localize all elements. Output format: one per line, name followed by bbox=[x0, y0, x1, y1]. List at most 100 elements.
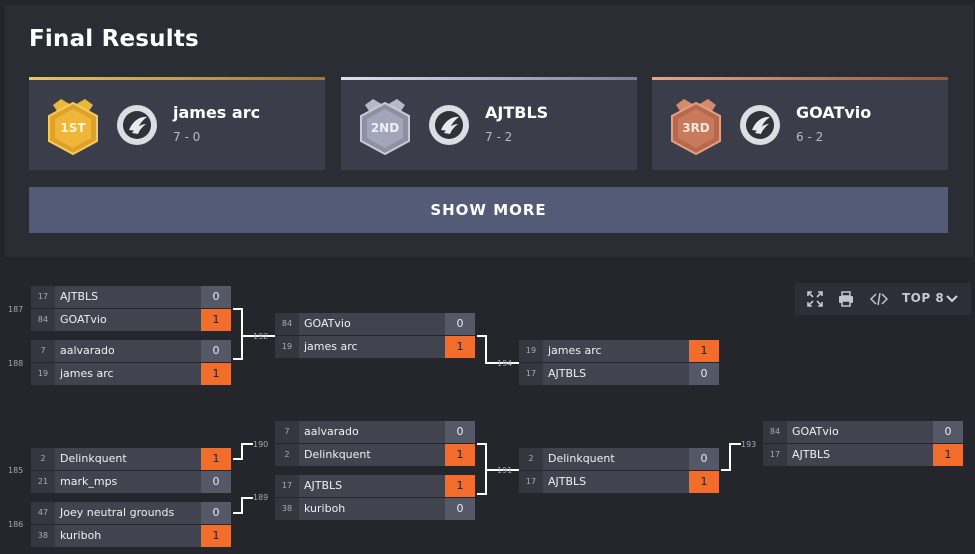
player-seed: 21 bbox=[31, 471, 55, 493]
bracket-slot[interactable]: 84 GOATvio 0 bbox=[763, 421, 963, 443]
player-score: 0 bbox=[689, 448, 719, 470]
player-score: 1 bbox=[201, 363, 231, 385]
player-name: AJTBLS bbox=[548, 475, 587, 488]
player-name: james arc bbox=[60, 367, 114, 380]
player-name: james arc bbox=[304, 340, 358, 353]
player-seed: 47 bbox=[31, 502, 55, 524]
player-seed: 38 bbox=[31, 525, 55, 547]
player-name: aalvarado bbox=[304, 425, 359, 438]
podium-accent-bar bbox=[341, 77, 637, 80]
player-score: 1 bbox=[445, 336, 475, 358]
podium-card-first[interactable]: 1ST james arc 7 - 0 bbox=[29, 77, 325, 170]
player-seed: 17 bbox=[519, 363, 543, 385]
player-name: james arc bbox=[548, 344, 602, 357]
player-score: 1 bbox=[445, 475, 475, 497]
match-number: 186 bbox=[8, 520, 24, 529]
player-score: 1 bbox=[933, 444, 963, 466]
bracket-toolbar: TOP 8 bbox=[795, 283, 971, 315]
podium-card-second[interactable]: 2ND AJTBLS 7 - 2 bbox=[341, 77, 637, 170]
embed-code-icon[interactable] bbox=[870, 290, 888, 308]
chevron-down-icon[interactable] bbox=[945, 292, 959, 306]
bracket-slot[interactable]: 2 Delinkquent 1 bbox=[275, 444, 475, 466]
player-seed: 17 bbox=[275, 475, 299, 497]
bracket-slot[interactable]: 21 mark_mps 0 bbox=[31, 471, 231, 493]
player-seed: 38 bbox=[275, 498, 299, 520]
player-seed: 17 bbox=[519, 471, 543, 493]
player-score: 1 bbox=[201, 525, 231, 547]
silver-medal-icon: 2ND bbox=[360, 99, 410, 156]
player-seed: 84 bbox=[31, 309, 55, 331]
bracket-slot[interactable]: 7 aalvarado 0 bbox=[275, 421, 475, 443]
podium-player-name[interactable]: james arc bbox=[173, 103, 261, 122]
match-number: 190 bbox=[253, 440, 269, 449]
bronze-medal-icon: 3RD bbox=[671, 99, 721, 156]
player-name: mark_mps bbox=[60, 475, 118, 488]
podium-player-name[interactable]: GOATvio bbox=[796, 103, 872, 122]
bracket-slot[interactable]: 38 kuriboh 0 bbox=[275, 498, 475, 520]
podium-record: 7 - 2 bbox=[485, 130, 513, 144]
bracket-slot[interactable]: 19 james arc 1 bbox=[31, 363, 231, 385]
expand-icon[interactable] bbox=[806, 290, 824, 308]
match-number: 192 bbox=[253, 332, 269, 341]
bracket-slot[interactable]: 17 AJTBLS 1 bbox=[275, 475, 475, 497]
player-score: 0 bbox=[445, 313, 475, 335]
bracket-slot[interactable]: 19 james arc 1 bbox=[275, 336, 475, 358]
player-name: AJTBLS bbox=[60, 290, 99, 303]
podium-accent-bar bbox=[652, 77, 948, 80]
bracket-slot[interactable]: 2 Delinkquent 1 bbox=[31, 448, 231, 470]
player-score: 0 bbox=[201, 471, 231, 493]
player-name: Delinkquent bbox=[548, 452, 615, 465]
match-number: 194 bbox=[497, 359, 513, 368]
match-number: 189 bbox=[253, 493, 269, 502]
bracket-slot[interactable]: 17 AJTBLS 0 bbox=[519, 363, 719, 385]
match-number: 188 bbox=[8, 359, 24, 368]
player-score: 0 bbox=[933, 421, 963, 443]
bracket-slot[interactable]: 38 kuriboh 1 bbox=[31, 525, 231, 547]
player-logo-icon bbox=[429, 105, 469, 145]
gold-medal-icon: 1ST bbox=[48, 99, 98, 156]
player-name: GOATvio bbox=[60, 313, 107, 326]
bracket-slot[interactable]: 84 GOATvio 1 bbox=[31, 309, 231, 331]
bracket-slot[interactable]: 19 james arc 1 bbox=[519, 340, 719, 362]
player-score: 0 bbox=[445, 421, 475, 443]
print-icon[interactable] bbox=[837, 290, 855, 308]
player-logo-icon bbox=[117, 105, 157, 145]
bracket-slot[interactable]: 7 aalvarado 0 bbox=[31, 340, 231, 362]
player-seed: 19 bbox=[275, 336, 299, 358]
player-score: 1 bbox=[445, 444, 475, 466]
player-name: Joey neutral grounds bbox=[60, 506, 175, 519]
podium-accent-bar bbox=[29, 77, 325, 80]
bracket-slot[interactable]: 84 GOATvio 0 bbox=[275, 313, 475, 335]
bracket-slot[interactable]: 17 AJTBLS 1 bbox=[519, 471, 719, 493]
player-name: Delinkquent bbox=[304, 448, 371, 461]
podium-card-third[interactable]: 3RD GOATvio 6 - 2 bbox=[652, 77, 948, 170]
player-name: kuriboh bbox=[60, 529, 102, 542]
player-seed: 2 bbox=[275, 444, 299, 466]
podium-record: 6 - 2 bbox=[796, 130, 824, 144]
player-seed: 7 bbox=[275, 421, 299, 443]
podium-record: 7 - 0 bbox=[173, 130, 201, 144]
match-number: 193 bbox=[741, 440, 757, 449]
bracket-slot[interactable]: 2 Delinkquent 0 bbox=[519, 448, 719, 470]
match-number: 187 bbox=[8, 305, 24, 314]
player-name: AJTBLS bbox=[792, 448, 831, 461]
player-score: 1 bbox=[201, 309, 231, 331]
player-score: 1 bbox=[689, 471, 719, 493]
podium-player-name[interactable]: AJTBLS bbox=[485, 103, 549, 122]
bracket-slot[interactable]: 47 Joey neutral grounds 0 bbox=[31, 502, 231, 524]
player-seed: 84 bbox=[763, 421, 787, 443]
player-seed: 2 bbox=[31, 448, 55, 470]
player-seed: 17 bbox=[763, 444, 787, 466]
player-score: 0 bbox=[689, 363, 719, 385]
bracket-slot[interactable]: 17 AJTBLS 1 bbox=[763, 444, 963, 466]
show-more-button[interactable]: SHOW MORE bbox=[29, 187, 948, 233]
match-number: 191 bbox=[497, 466, 513, 475]
top-n-selector[interactable]: TOP 8 bbox=[902, 291, 945, 305]
bracket-slot[interactable]: 17 AJTBLS 0 bbox=[31, 286, 231, 308]
player-score: 0 bbox=[201, 340, 231, 362]
player-name: kuriboh bbox=[304, 502, 346, 515]
player-name: AJTBLS bbox=[548, 367, 587, 380]
player-name: aalvarado bbox=[60, 344, 115, 357]
player-name: GOATvio bbox=[304, 317, 351, 330]
